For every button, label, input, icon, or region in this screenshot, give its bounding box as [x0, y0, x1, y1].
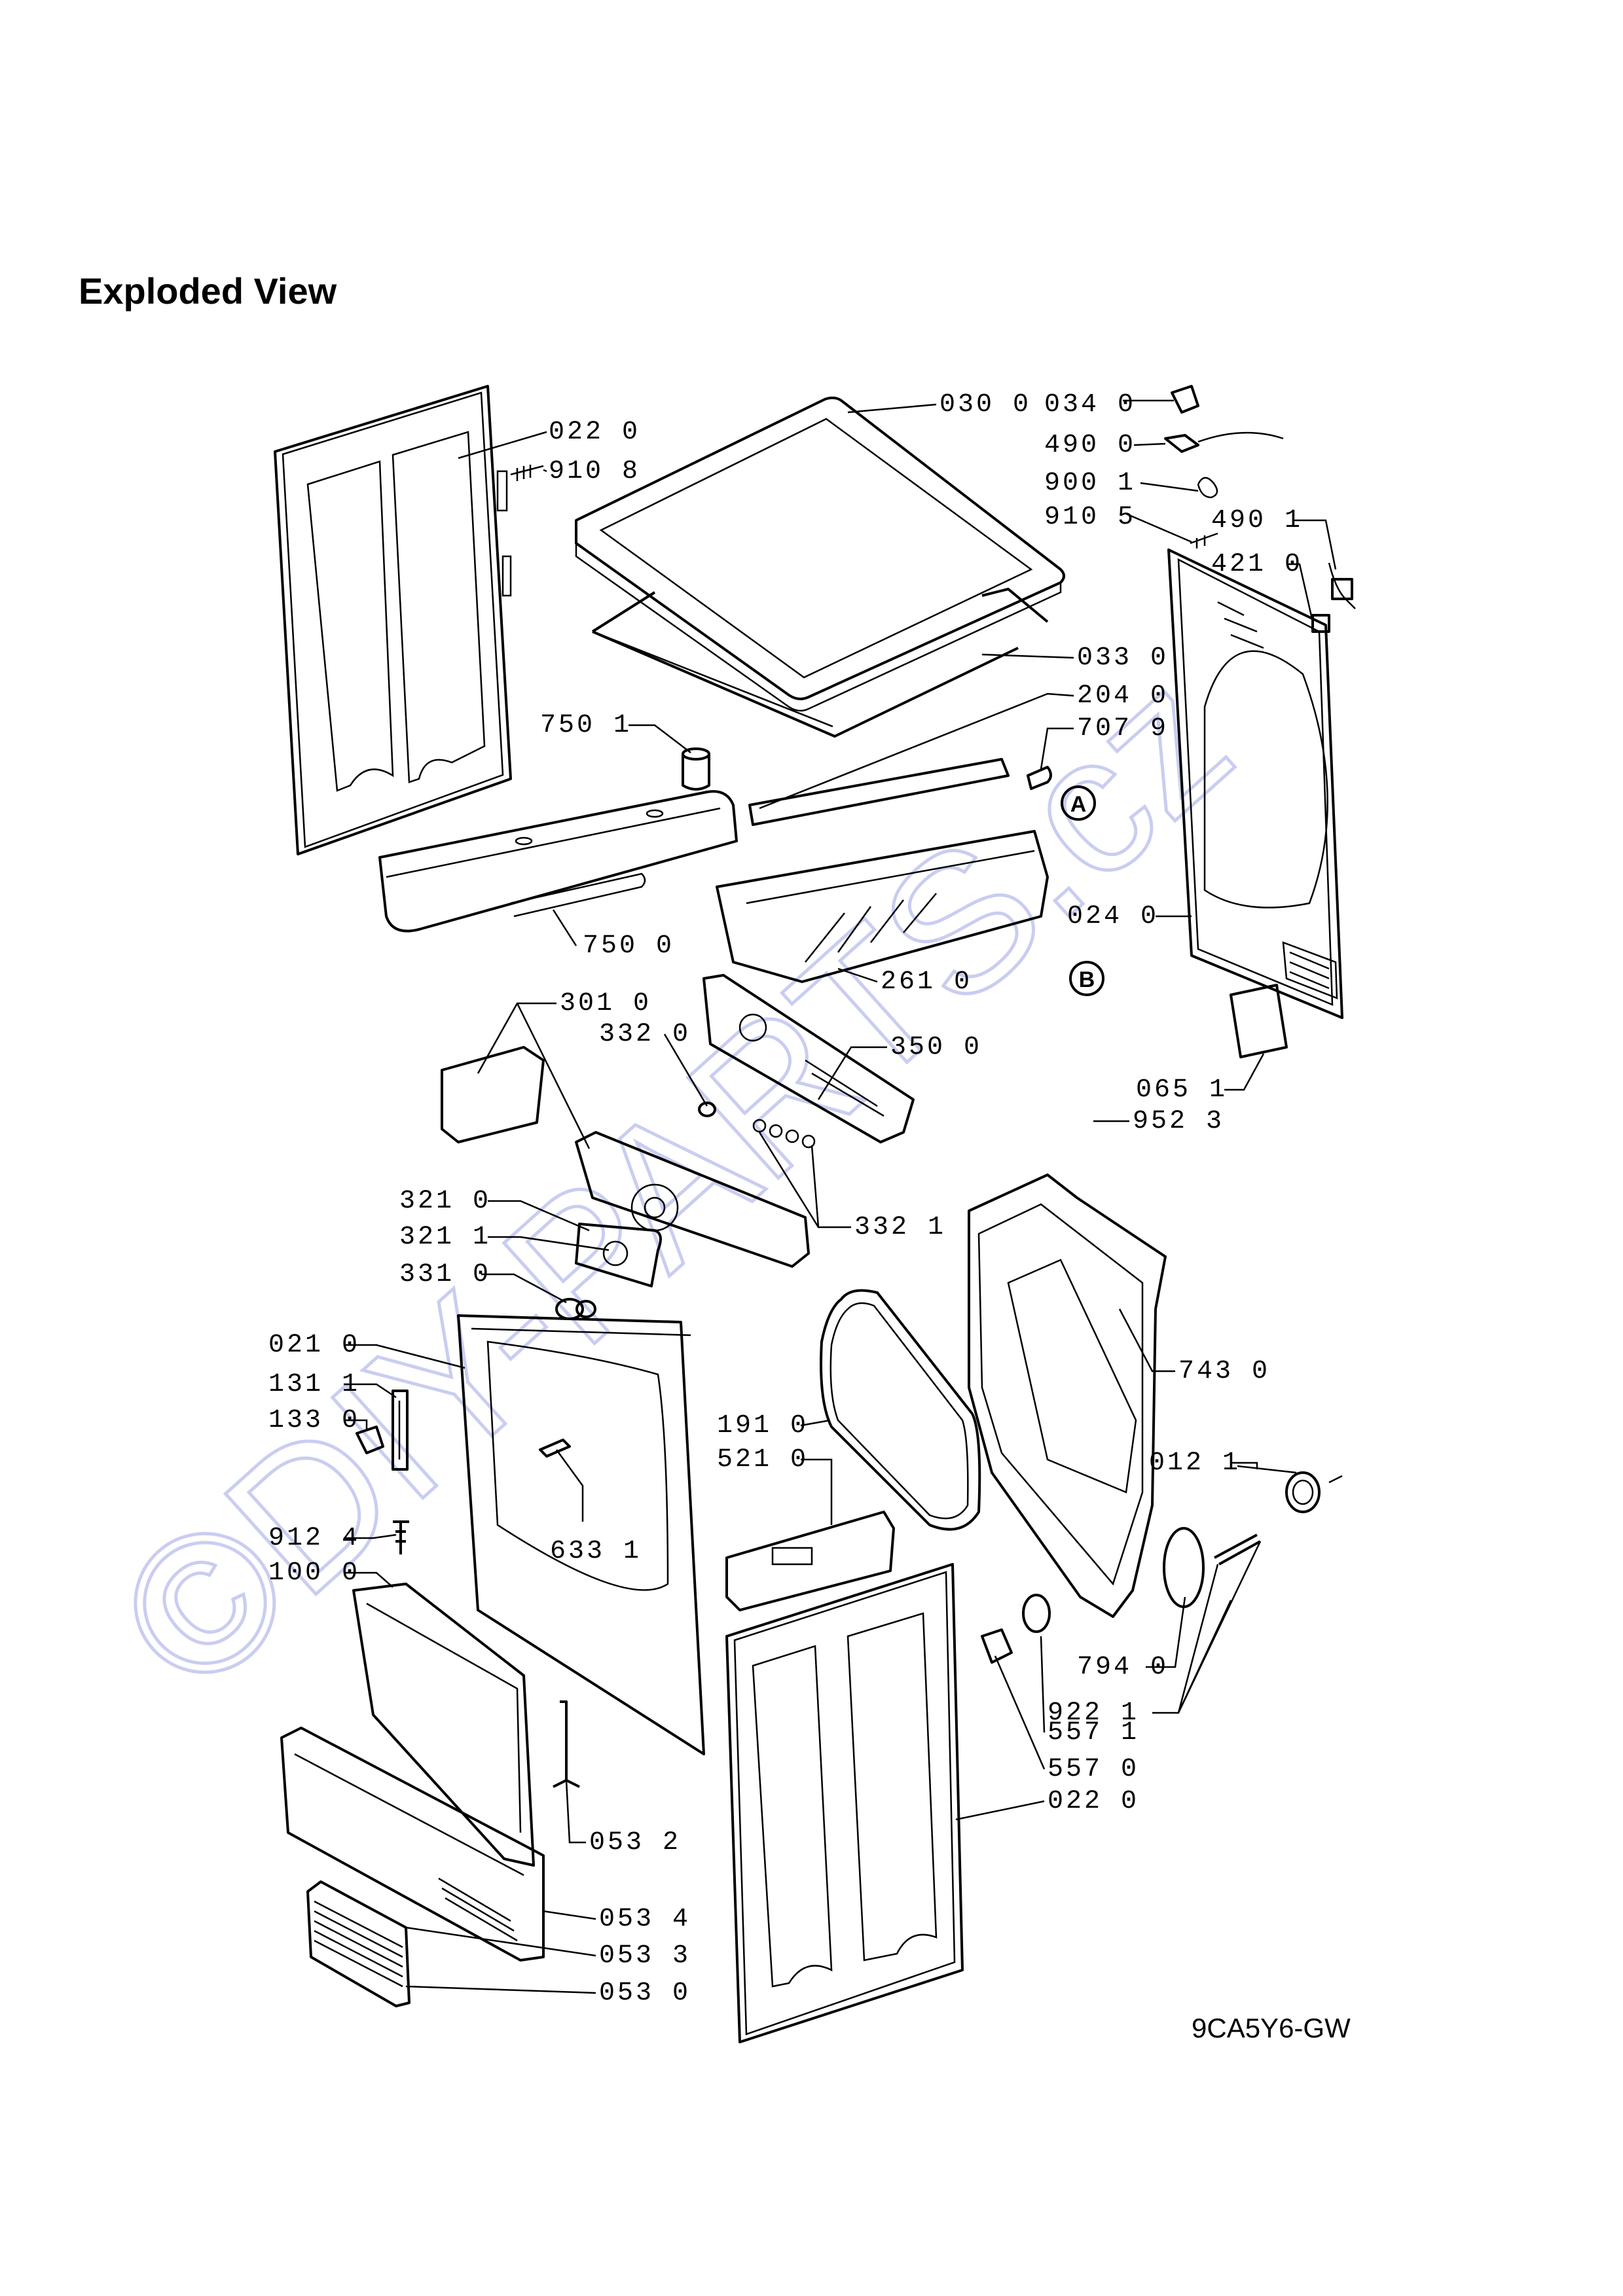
bushing-557-1	[1022, 1594, 1051, 1633]
door	[352, 1583, 535, 1867]
label-910-5: 910 5	[1044, 503, 1136, 532]
control-panel	[575, 1131, 810, 1268]
label-557-1: 557 1	[1048, 1718, 1139, 1748]
part-labels: 022 0 910 8 030 0 034 0 490 0 900 1 910 …	[268, 390, 1303, 2008]
label-021-0: 021 0	[268, 1331, 360, 1360]
label-022-0-bottom: 022 0	[1048, 1787, 1139, 1816]
front-panel	[457, 1314, 705, 1755]
label-100-0: 100 0	[268, 1558, 360, 1588]
lock-tongue	[356, 1426, 384, 1454]
bracket-421-0	[1311, 614, 1330, 633]
label-321-1: 321 1	[399, 1223, 491, 1252]
electronic-module	[725, 1511, 895, 1611]
label-022-0-top: 022 0	[549, 418, 640, 447]
label-204-0: 204 0	[1077, 681, 1169, 711]
label-910-8: 910 8	[549, 457, 640, 486]
label-024-0: 024 0	[1067, 902, 1159, 931]
profile-204	[748, 758, 1010, 826]
label-332-0: 332 0	[599, 1020, 691, 1049]
label-490-0: 490 0	[1044, 431, 1136, 460]
knob-332-0	[698, 1102, 716, 1117]
label-030-0: 030 0	[939, 390, 1031, 420]
leader-lines	[344, 399, 1337, 1994]
model-code: 9CA5Y6-GW	[1192, 2013, 1351, 2043]
label-912-4: 912 4	[268, 1524, 360, 1553]
label-750-0: 750 0	[583, 931, 674, 961]
label-065-1: 065 1	[1136, 1075, 1228, 1105]
label-521-0: 521 0	[717, 1445, 809, 1475]
label-332-1: 332 1	[854, 1213, 946, 1242]
screw-912-4-part	[393, 1520, 409, 1554]
label-321-0: 321 0	[399, 1187, 491, 1216]
callout-b-text: B	[1079, 967, 1095, 992]
label-707-9: 707 9	[1077, 714, 1169, 744]
label-261-0: 261 0	[881, 967, 972, 997]
air-duct	[716, 830, 1049, 983]
page-title: Exploded View	[79, 270, 337, 312]
callout-b: B	[1069, 961, 1104, 996]
label-421-0: 421 0	[1211, 550, 1303, 579]
label-012-1: 012 1	[1149, 1448, 1241, 1478]
sleeve-750-1	[682, 747, 710, 791]
label-033-0: 033 0	[1077, 643, 1169, 673]
dispenser-drawer	[441, 1046, 545, 1143]
label-633-1: 633 1	[550, 1537, 642, 1566]
label-743-0: 743 0	[1178, 1357, 1270, 1386]
callout-a-text: A	[1070, 792, 1087, 817]
door-lock	[392, 1390, 409, 1471]
cable-tie	[1197, 476, 1218, 499]
label-133-0: 133 0	[268, 1406, 360, 1435]
knob-bezel-321	[575, 1223, 662, 1287]
label-922-1: 922 1	[1048, 1698, 1139, 1728]
label-952-3: 952 3	[1133, 1107, 1224, 1136]
rear-bearing-bracket	[968, 1174, 1167, 1618]
ring-331	[555, 1298, 596, 1320]
label-331-0: 331 0	[399, 1260, 491, 1289]
hinge-633	[539, 1439, 571, 1458]
top-plate	[591, 588, 1049, 738]
label-053-4: 053 4	[599, 1905, 691, 1934]
plinth-panel	[280, 1727, 545, 1962]
back-panel	[1167, 548, 1343, 1019]
water-tank	[378, 790, 738, 933]
label-794-0: 794 0	[1077, 1653, 1169, 1682]
label-034-0: 034 0	[1044, 390, 1136, 420]
label-350-0: 350 0	[890, 1033, 982, 1062]
callout-a: A	[1061, 785, 1096, 821]
label-301-0: 301 0	[560, 989, 651, 1018]
filter-grille	[306, 1880, 410, 2007]
screw-910-5-part	[1190, 532, 1218, 548]
label-053-2: 053 2	[589, 1828, 681, 1857]
cover-plate-065	[1230, 984, 1288, 1058]
fan-012-1	[1285, 1471, 1343, 1513]
hinge-053-2	[553, 1700, 580, 1788]
control-board	[702, 974, 915, 1143]
buttons-332-1	[752, 1119, 816, 1149]
shaft-922-1	[1214, 1534, 1261, 1566]
label-053-3: 053 3	[599, 1941, 691, 1971]
power-cord	[1164, 431, 1284, 453]
valve-707	[1027, 766, 1052, 790]
label-490-1: 490 1	[1211, 506, 1303, 535]
belt-794	[1163, 1527, 1205, 1608]
pulley-557-0	[981, 1628, 1013, 1664]
cord-clamp	[1171, 385, 1199, 414]
label-750-1: 750 1	[540, 711, 632, 740]
top-cover	[575, 396, 1065, 712]
side-panel-left	[274, 385, 512, 855]
connector-490-1	[1328, 562, 1356, 609]
screw-910-8-part	[510, 465, 544, 481]
door-seal	[820, 1289, 981, 1531]
label-557-0: 557 0	[1048, 1755, 1139, 1784]
label-053-0: 053 0	[599, 1979, 691, 2008]
side-panel-right	[725, 1563, 964, 2043]
label-191-0: 191 0	[717, 1411, 809, 1441]
label-131-1: 131 1	[268, 1370, 360, 1399]
label-900-1: 900 1	[1044, 469, 1136, 498]
